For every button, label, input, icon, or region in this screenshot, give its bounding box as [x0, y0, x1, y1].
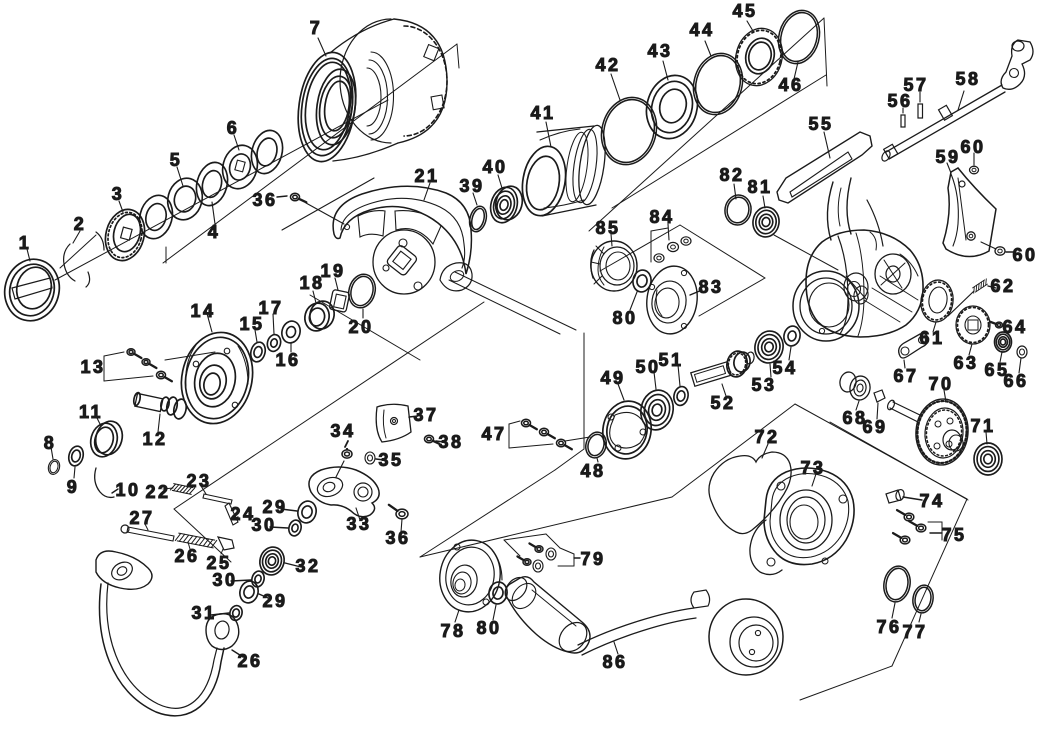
- svg-text:27: 27: [129, 508, 154, 528]
- svg-text:5: 5: [170, 150, 183, 170]
- svg-text:18: 18: [299, 273, 324, 293]
- svg-text:80: 80: [612, 308, 637, 328]
- svg-text:54: 54: [772, 358, 797, 378]
- svg-text:35: 35: [378, 450, 403, 470]
- svg-text:9: 9: [67, 477, 80, 497]
- svg-text:23: 23: [186, 471, 211, 491]
- svg-text:59: 59: [935, 147, 960, 167]
- svg-text:30: 30: [251, 515, 276, 535]
- svg-text:86: 86: [602, 652, 627, 672]
- svg-text:44: 44: [689, 20, 714, 40]
- svg-text:60: 60: [1012, 245, 1037, 265]
- svg-text:49: 49: [600, 368, 625, 388]
- svg-text:40: 40: [482, 157, 507, 177]
- svg-text:24: 24: [230, 504, 255, 524]
- svg-text:29: 29: [262, 591, 287, 611]
- svg-text:8: 8: [44, 433, 57, 453]
- svg-text:19: 19: [320, 261, 345, 281]
- svg-text:14: 14: [190, 301, 215, 321]
- svg-text:36: 36: [252, 190, 277, 210]
- svg-text:51: 51: [658, 350, 683, 370]
- svg-text:69: 69: [862, 417, 887, 437]
- svg-text:26: 26: [174, 546, 199, 566]
- svg-text:36: 36: [385, 528, 410, 548]
- svg-text:66: 66: [1003, 371, 1028, 391]
- svg-text:65: 65: [984, 360, 1009, 380]
- svg-text:50: 50: [635, 357, 660, 377]
- svg-text:77: 77: [902, 622, 927, 642]
- svg-text:81: 81: [747, 177, 772, 197]
- svg-text:12: 12: [142, 429, 167, 449]
- svg-text:60: 60: [960, 137, 985, 157]
- svg-text:62: 62: [990, 276, 1015, 296]
- svg-text:1: 1: [19, 233, 32, 253]
- svg-text:48: 48: [580, 461, 605, 481]
- svg-text:82: 82: [719, 165, 744, 185]
- svg-text:31: 31: [191, 603, 216, 623]
- svg-text:58: 58: [955, 69, 980, 89]
- svg-text:56: 56: [887, 91, 912, 111]
- svg-text:29: 29: [262, 497, 287, 517]
- svg-text:83: 83: [698, 277, 723, 297]
- svg-text:32: 32: [295, 556, 320, 576]
- svg-text:34: 34: [330, 421, 355, 441]
- svg-text:46: 46: [778, 75, 803, 95]
- svg-text:61: 61: [919, 328, 944, 348]
- svg-text:68: 68: [842, 408, 867, 428]
- svg-text:70: 70: [928, 374, 953, 394]
- svg-text:33: 33: [346, 514, 371, 534]
- svg-text:72: 72: [754, 427, 779, 447]
- svg-text:73: 73: [800, 458, 825, 478]
- svg-text:41: 41: [530, 103, 555, 123]
- svg-text:17: 17: [258, 298, 283, 318]
- svg-text:2: 2: [74, 214, 87, 234]
- svg-text:38: 38: [438, 432, 463, 452]
- svg-text:13: 13: [80, 357, 105, 377]
- svg-text:16: 16: [275, 350, 300, 370]
- svg-text:11: 11: [79, 402, 103, 422]
- svg-text:78: 78: [440, 621, 465, 641]
- svg-text:67: 67: [893, 366, 918, 386]
- svg-text:75: 75: [941, 525, 966, 545]
- svg-text:63: 63: [953, 353, 978, 373]
- svg-text:26: 26: [237, 651, 262, 671]
- svg-text:4: 4: [208, 222, 221, 242]
- svg-text:39: 39: [459, 176, 484, 196]
- svg-text:21: 21: [414, 166, 439, 186]
- svg-text:53: 53: [751, 375, 776, 395]
- svg-text:10: 10: [115, 480, 140, 500]
- svg-text:76: 76: [876, 617, 901, 637]
- svg-text:22: 22: [145, 482, 170, 502]
- svg-text:42: 42: [595, 55, 620, 75]
- svg-text:55: 55: [808, 114, 833, 134]
- svg-text:74: 74: [919, 491, 944, 511]
- svg-text:79: 79: [580, 549, 605, 569]
- svg-text:57: 57: [903, 75, 928, 95]
- svg-text:64: 64: [1002, 317, 1027, 337]
- svg-text:80: 80: [476, 618, 501, 638]
- svg-text:71: 71: [970, 416, 995, 436]
- svg-text:45: 45: [732, 1, 757, 21]
- svg-text:25: 25: [206, 553, 231, 573]
- svg-text:6: 6: [227, 118, 240, 138]
- svg-text:3: 3: [112, 184, 125, 204]
- svg-text:84: 84: [649, 207, 674, 227]
- svg-text:20: 20: [348, 317, 373, 337]
- svg-text:47: 47: [481, 424, 506, 444]
- svg-text:85: 85: [595, 218, 620, 238]
- svg-text:15: 15: [239, 314, 264, 334]
- svg-text:52: 52: [710, 393, 735, 413]
- svg-text:30: 30: [212, 570, 237, 590]
- svg-text:43: 43: [647, 41, 672, 61]
- svg-text:37: 37: [413, 405, 438, 425]
- svg-text:7: 7: [310, 18, 323, 38]
